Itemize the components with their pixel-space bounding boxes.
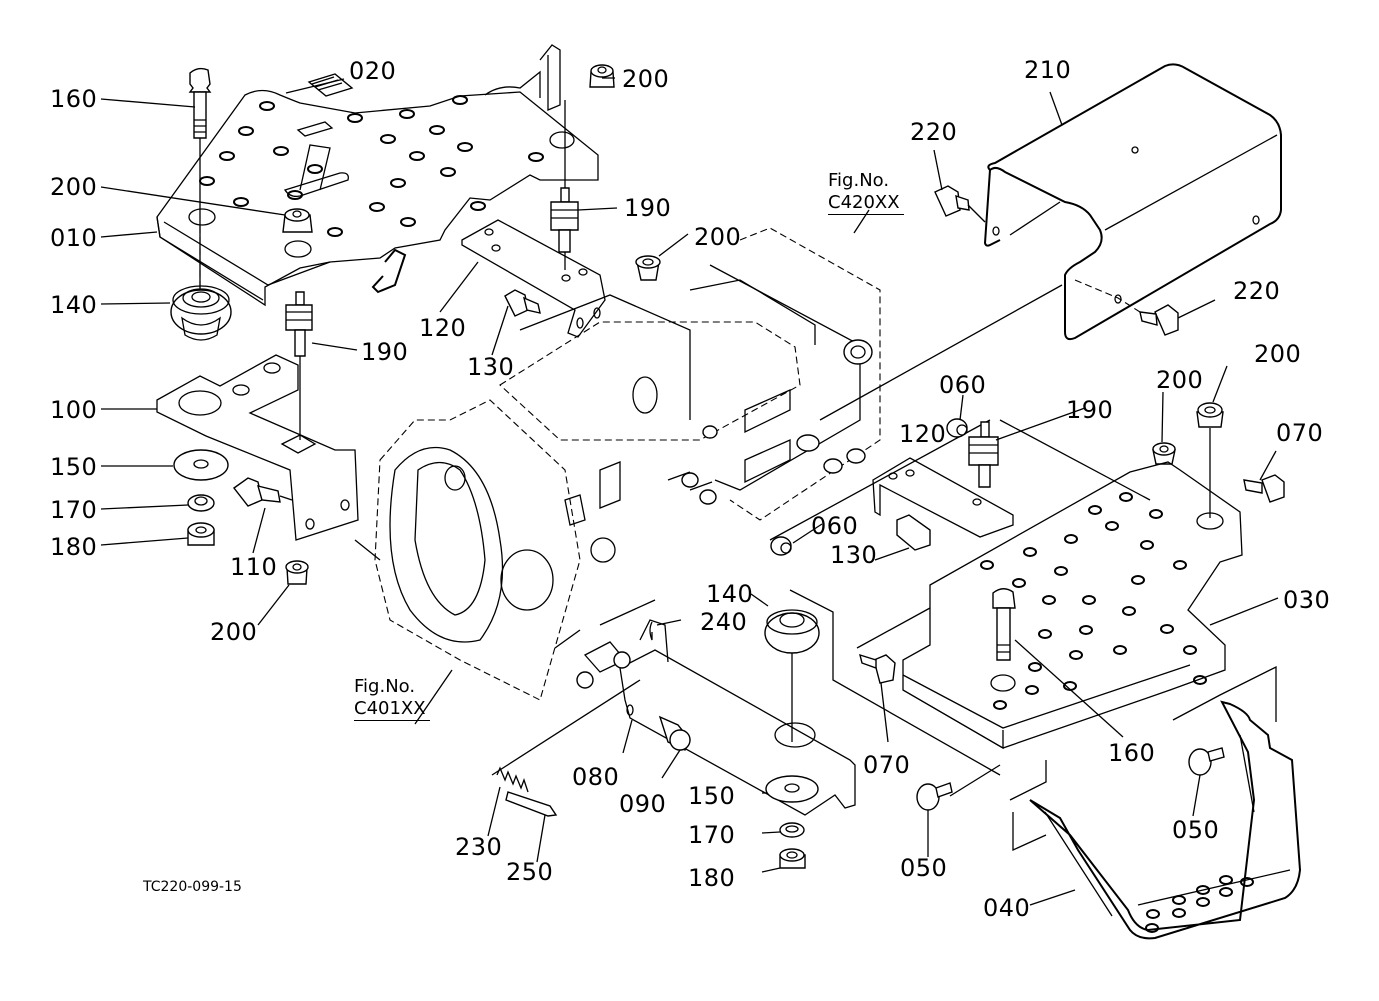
assembly-lines [355,540,1276,850]
bracket-120-left [462,220,605,337]
callout-070: 070 [1276,419,1324,447]
bracket-120-right [873,458,1013,537]
pin-250 [506,792,556,816]
callout-240: 240 [700,608,748,636]
callout-040: 040 [983,894,1031,922]
callout-200: 200 [50,173,98,201]
callout-190: 190 [1066,396,1114,424]
callout-190: 190 [361,338,409,366]
callout-220: 220 [1233,277,1281,305]
callout-140: 140 [50,291,98,319]
figure-reference-c420xx: Fig.No. C420XX [828,170,904,215]
callout-200: 200 [1156,366,1204,394]
washer-150-lower [766,776,818,802]
callout-200: 200 [694,223,742,251]
callout-160: 160 [50,85,98,113]
callout-150: 150 [688,782,736,810]
callout-180: 180 [688,864,736,892]
spring-230 [497,768,528,792]
lockwasher-170-lower [780,823,804,837]
callout-170: 170 [688,821,736,849]
stud-190-right [969,422,998,487]
callout-180: 180 [50,533,98,561]
callout-060: 060 [811,512,859,540]
bolt-110 [234,478,292,506]
step-holes [1146,876,1253,932]
washer-150-left [174,450,228,480]
bolt-160-left [190,69,210,300]
bolt-130-left [505,290,540,316]
callout-160: 160 [1108,739,1156,767]
callout-200: 200 [210,618,258,646]
transmission-case [375,228,880,700]
callout-200: 200 [622,65,670,93]
callout-130: 130 [830,541,878,569]
rubber-mount-140-lower [765,610,819,742]
callout-060: 060 [939,371,987,399]
step-040 [1030,702,1300,938]
flange-nut-200-c [636,256,660,280]
step-plate-010 [157,45,598,305]
bracket-080 [555,620,855,815]
nut-180-lower [780,849,805,868]
pin-240 [650,622,652,640]
callout-250: 250 [506,858,554,886]
bracket-100 [157,355,358,540]
callout-050: 050 [900,854,948,882]
flange-nut-200-d [286,561,308,584]
step-plate-030 [770,420,1242,748]
callout-050: 050 [1172,816,1220,844]
grommet-060-top [947,419,967,437]
flange-nut-200-b [590,65,614,87]
callout-090: 090 [619,790,667,818]
callout-210: 210 [1024,56,1072,84]
callout-150: 150 [50,453,98,481]
callout-070: 070 [863,751,911,779]
bolt-220-bottom [1140,305,1178,335]
bolt-160-right [993,589,1015,660]
callout-110: 110 [230,553,278,581]
leader-lines [101,78,1278,905]
callout-140: 140 [706,580,754,608]
nut-180-left [188,523,214,545]
bolt-050-left [917,783,952,810]
rubber-mount-140-left [171,286,231,340]
callout-120: 120 [419,314,467,342]
bolt-130-right [897,515,930,550]
flange-nut-200-a [283,209,312,232]
flange-nut-200-e [1153,443,1175,464]
callout-030: 030 [1283,586,1331,614]
cover-210 [820,64,1281,420]
callout-080: 080 [572,763,620,791]
bolt-220-top [935,186,985,222]
callout-200: 200 [1254,340,1302,368]
callout-190: 190 [624,194,672,222]
bolt-050-right [1189,748,1224,775]
callout-120: 120 [899,420,947,448]
figure-reference-code: C420XX [828,192,904,215]
bolt-090 [660,717,690,750]
stud-190-center [551,100,578,270]
callout-010: 010 [50,224,98,252]
callout-230: 230 [455,833,503,861]
flange-nut-200-f [1197,403,1223,518]
callout-100: 100 [50,396,98,424]
callout-220: 220 [910,118,958,146]
drawing-reference-number: TC220-099-15 [143,879,242,895]
grommet-060-mid [771,537,791,555]
figure-reference-prefix: Fig.No. [828,170,890,191]
plate-holes [200,96,543,236]
figure-reference-c401xx: Fig.No. C401XX [354,676,430,721]
bolt-070-bottom [860,655,895,683]
bolt-070-top [1244,475,1284,502]
lockwasher-170-left [188,495,214,511]
callout-020: 020 [349,57,397,85]
callout-170: 170 [50,496,98,524]
figure-reference-code: C401XX [354,698,430,721]
callout-130: 130 [467,353,515,381]
figure-reference-prefix: Fig.No. [354,676,416,697]
plate-holes-right [981,493,1206,709]
stud-190-left [286,292,312,440]
